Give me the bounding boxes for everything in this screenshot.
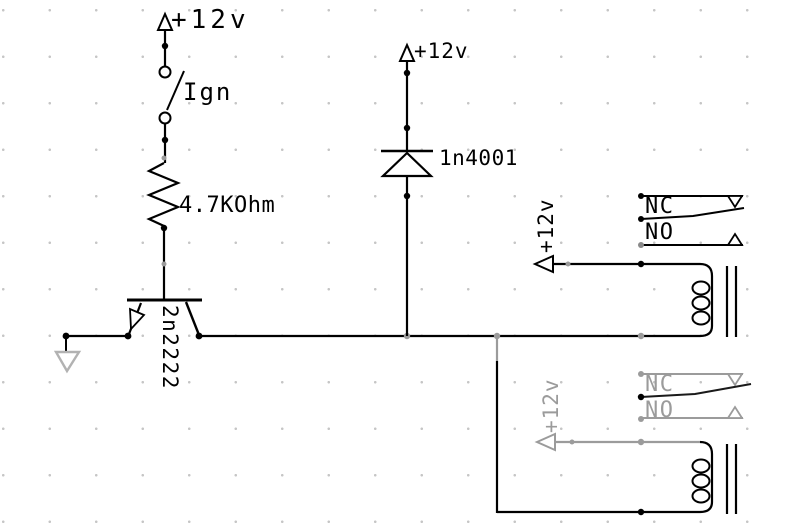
relay2-no-arrow-icon <box>726 405 744 419</box>
relay1-nc-label: NC <box>645 194 675 219</box>
resistor-value-label: 4.7KOhm <box>179 193 276 218</box>
relay1-coil <box>532 254 738 338</box>
ignition-wire <box>161 31 169 66</box>
emitter-arrow-icon <box>129 307 146 332</box>
ground-wire <box>62 332 132 351</box>
transistor-symbol <box>127 298 202 336</box>
relay1-nc-arrow-icon <box>726 195 744 209</box>
switch-symbol <box>158 65 185 125</box>
relay2-no-label: NO <box>645 398 675 423</box>
relay2-contacts <box>637 371 752 422</box>
ground-icon <box>53 350 82 374</box>
rail-ignition-label: +12v <box>171 5 250 35</box>
rail-diode-label: +12v <box>414 39 469 63</box>
resistor-symbol <box>146 162 181 299</box>
relay1-contacts <box>638 193 745 248</box>
relay2-rail-label: +12v <box>539 378 563 433</box>
relay2-power-arrow-icon <box>534 432 556 452</box>
relay1-common-arm <box>640 207 745 220</box>
collector-rail-wire <box>195 332 700 340</box>
relay1-no-arrow-icon <box>726 232 744 246</box>
relay2-coil <box>497 432 738 516</box>
switch-to-resistor-wire <box>161 124 169 163</box>
power-arrow-icon <box>156 11 174 31</box>
transistor-part-label: 2n2222 <box>158 305 182 390</box>
relay1-rail-label: +12v <box>534 198 558 253</box>
relay2-nc-label: NC <box>645 372 675 397</box>
switch-label: Ign <box>183 78 233 106</box>
diode-part-label: 1n4001 <box>439 146 518 170</box>
relay1-power-arrow-icon <box>532 254 554 274</box>
relay2-nc-arrow-icon <box>726 373 744 387</box>
relay1-no-label: NO <box>645 220 675 245</box>
diode-symbol <box>380 61 434 336</box>
diode-power-arrow-icon <box>398 42 416 62</box>
relay2-common-arm <box>640 383 752 398</box>
